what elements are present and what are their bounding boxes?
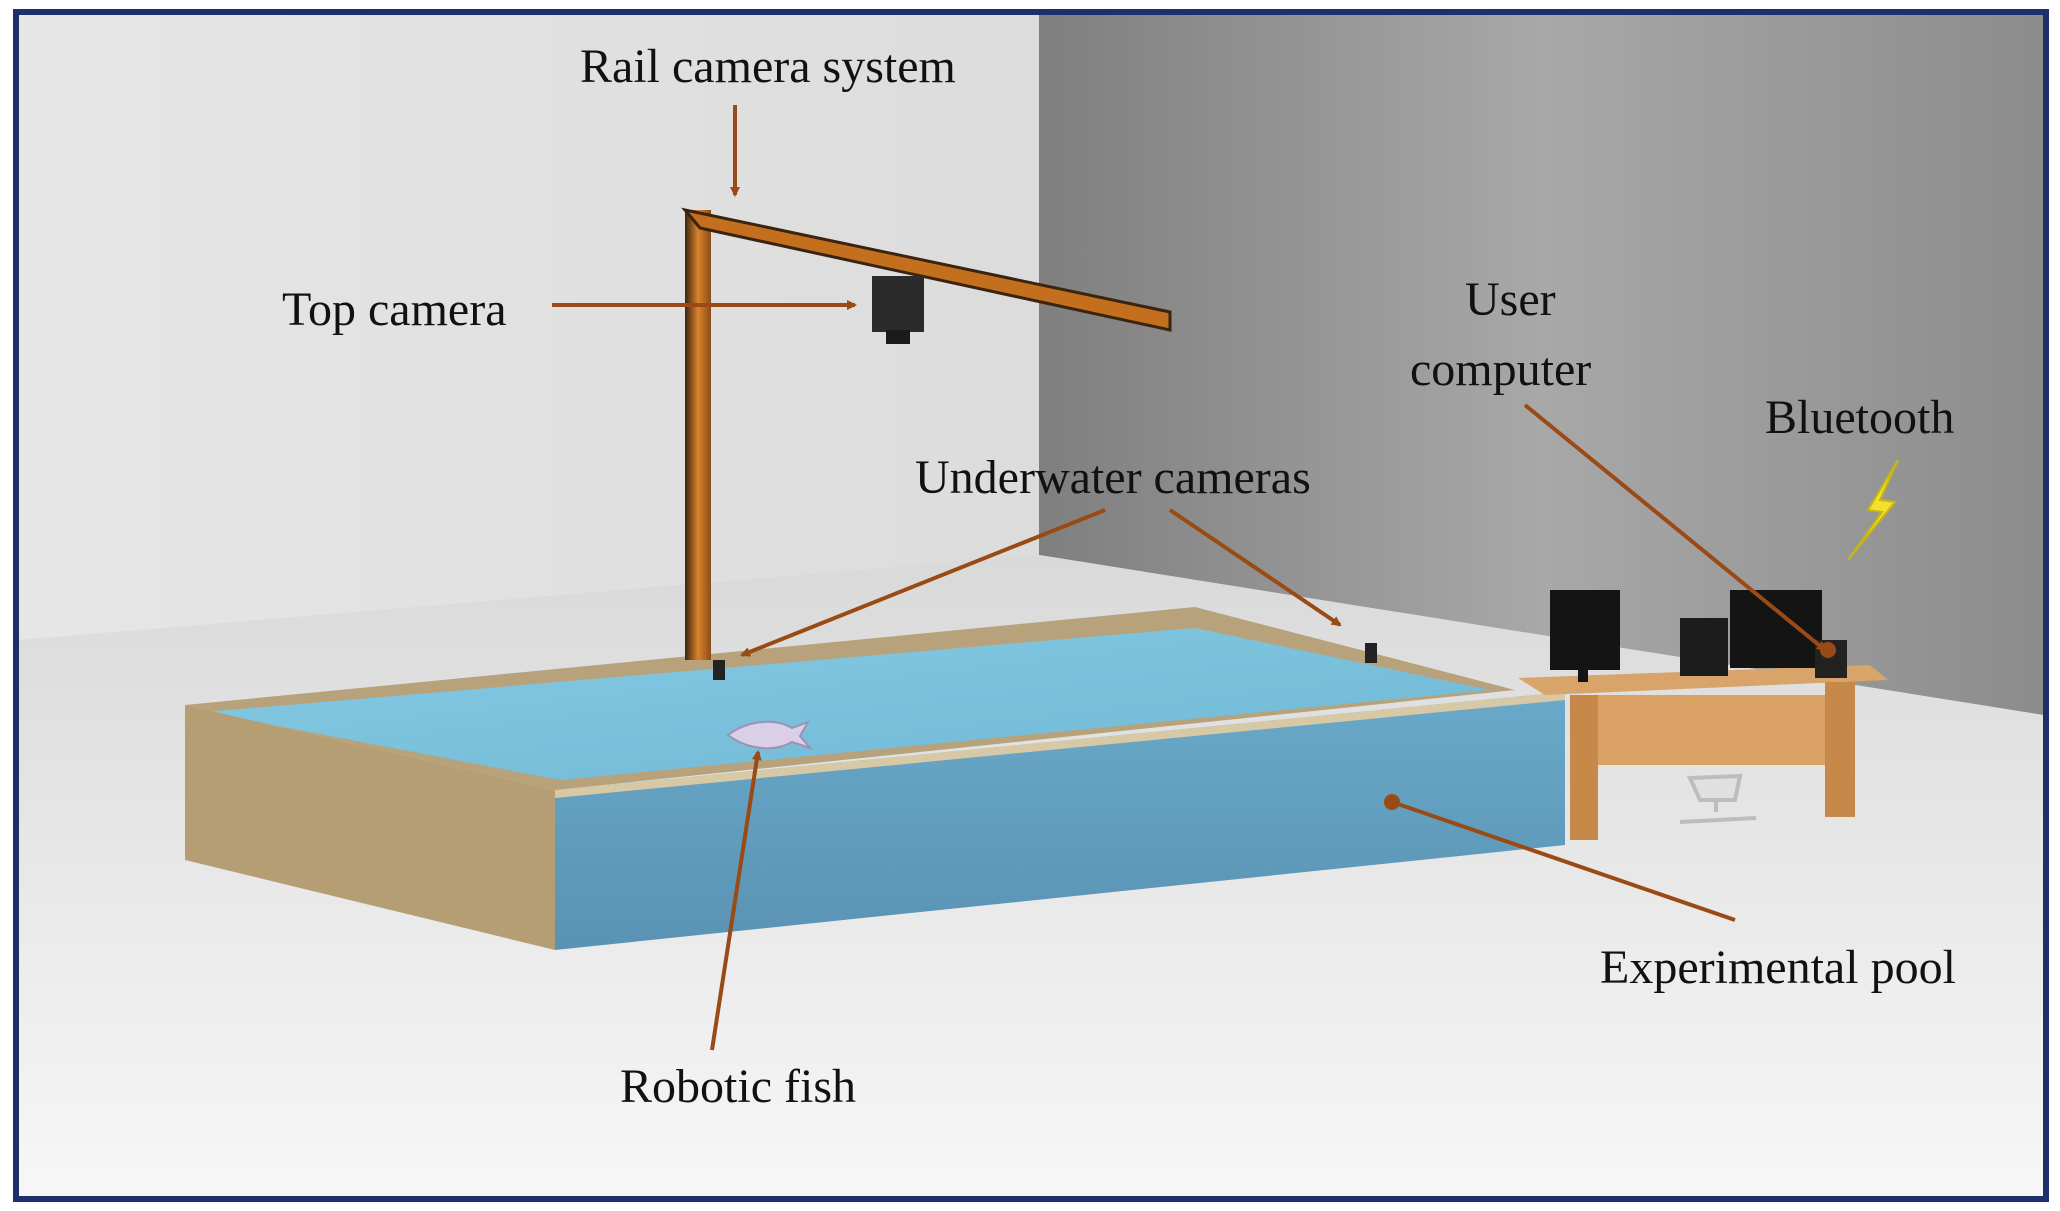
label-rail-camera-system: Rail camera system <box>580 40 956 93</box>
left-wall <box>19 15 1039 655</box>
pool-left-wall <box>185 705 555 950</box>
arrow-robotic-fish <box>710 750 762 1051</box>
arrow-underwater-camera-right <box>1168 508 1342 627</box>
desk-panel <box>1598 695 1825 765</box>
pool-front-wall <box>555 692 1565 950</box>
pool-water-surface <box>205 628 1490 780</box>
arrow-user-computer <box>1523 403 1827 652</box>
arrow-underwater-camera-left <box>740 508 1106 657</box>
label-underwater-cameras: Underwater cameras <box>915 451 1311 504</box>
desk-front-left <box>1570 695 1598 840</box>
experimental-pool-model <box>185 607 1565 950</box>
rail-beam <box>681 207 1172 332</box>
label-top-camera: Top camera <box>282 283 507 336</box>
label-robotic-fish: Robotic fish <box>620 1060 856 1113</box>
desk-top <box>1518 665 1888 695</box>
desk-front-right <box>1825 682 1855 817</box>
experimental-pool-dot <box>1384 794 1400 810</box>
labels: Rail camera system Top camera Underwater… <box>282 40 1956 1113</box>
rail-camera-model <box>681 207 1377 680</box>
label-experimental-pool: Experimental pool <box>1600 941 1956 994</box>
monitor-right <box>1730 590 1822 668</box>
underwater-camera-right <box>1365 643 1377 663</box>
pool-rim <box>555 692 1565 798</box>
underwater-camera-left <box>713 660 725 680</box>
computer-tower <box>1680 618 1728 676</box>
monitor-left <box>1550 590 1620 670</box>
label-user-computer-line1: User <box>1465 273 1556 326</box>
right-wall <box>1039 15 2043 715</box>
top-camera-lens <box>886 330 910 344</box>
rail-post <box>685 210 711 660</box>
label-bluetooth: Bluetooth <box>1765 391 1954 444</box>
office-chair <box>1679 773 1757 824</box>
top-camera-model <box>872 276 924 332</box>
robotic-fish-model <box>726 720 814 751</box>
leader-lines <box>552 105 1836 1051</box>
user-computer-dot <box>1820 642 1836 658</box>
arrow-experimental-pool <box>1394 801 1736 922</box>
bluetooth-bolt-icon <box>1847 459 1899 561</box>
desk-computer-model <box>1518 590 1888 840</box>
label-user-computer-line2: computer <box>1410 343 1591 396</box>
monitor-left-stand <box>1578 668 1588 682</box>
